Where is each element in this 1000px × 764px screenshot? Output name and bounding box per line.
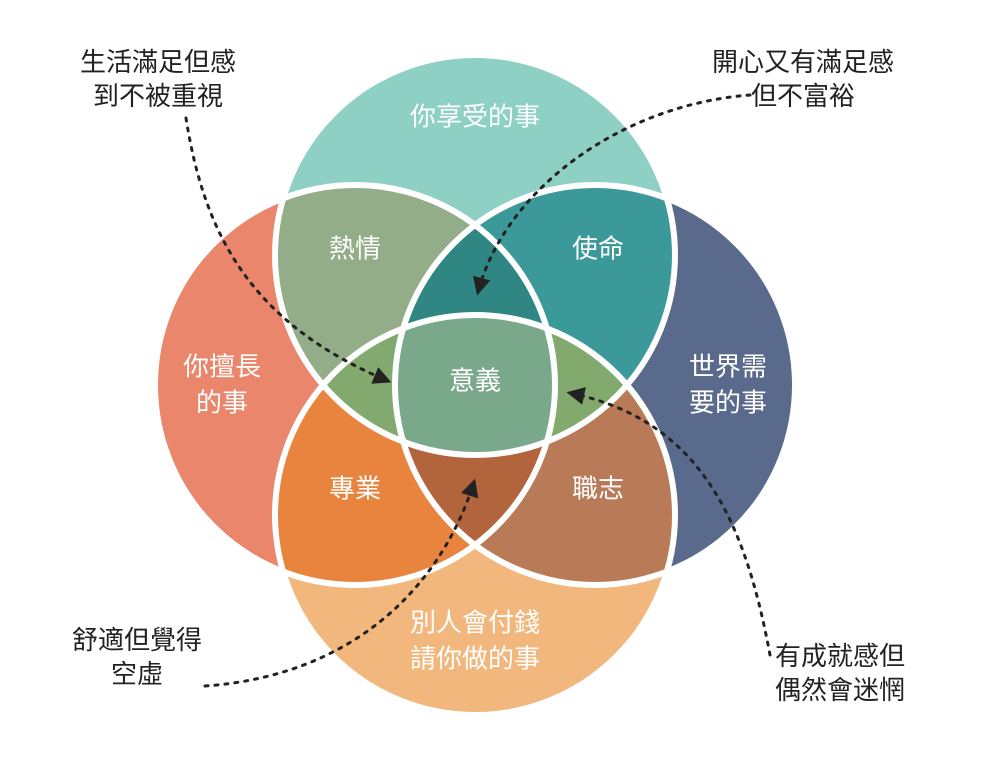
label-vocation: 職志 (572, 475, 624, 505)
callout-top-left-line1: 生活滿足但感 (80, 48, 237, 78)
label-paid-for-line2: 請你做的事 (410, 645, 540, 675)
label-good-at-line2: 的事 (196, 389, 248, 419)
label-world-needs-line2: 要的事 (689, 389, 767, 419)
label-good-at-line1: 你擅長 (183, 353, 261, 383)
callout-bottom-right-line1: 有成就感但 (775, 642, 906, 672)
overlap-bottom-center (395, 315, 555, 585)
label-world-needs-line1: 世界需 (689, 353, 767, 383)
arrow-top-right (472, 93, 752, 296)
callout-bottom-right: 有成就感但 偶然會迷惘 (775, 640, 905, 708)
label-mission: 使命 (572, 235, 624, 265)
callout-bottom-left: 舒適但覺得 空虛 (72, 624, 202, 692)
callout-top-right-line2: 但不富裕 (751, 82, 856, 112)
arrow-bottom-left (203, 478, 479, 688)
overlap-top-center (395, 185, 555, 455)
label-paid-for-line1: 別人會付錢 (410, 609, 540, 639)
callout-bottom-left-line2: 空虛 (111, 660, 164, 690)
overlap-left-center (275, 315, 555, 455)
callout-top-left-line2: 到不被重視 (93, 82, 224, 112)
label-enjoy: 你享受的事 (410, 103, 540, 133)
callout-top-left: 生活滿足但感 到不被重視 (80, 46, 236, 114)
callout-bottom-left-line1: 舒適但覺得 (72, 626, 203, 656)
arrow-bottom-right (566, 387, 772, 657)
callout-top-right-line1: 開心又有滿足感 (712, 48, 895, 78)
label-passion: 熱情 (329, 235, 381, 265)
overlap-right-center (395, 315, 675, 455)
callout-top-right: 開心又有滿足感 但不富裕 (712, 46, 894, 114)
label-profession: 專業 (329, 475, 381, 505)
callout-bottom-right-line2: 偶然會迷惘 (775, 676, 906, 706)
label-center: 意義 (449, 367, 501, 397)
circle-outlines (152, 52, 798, 718)
